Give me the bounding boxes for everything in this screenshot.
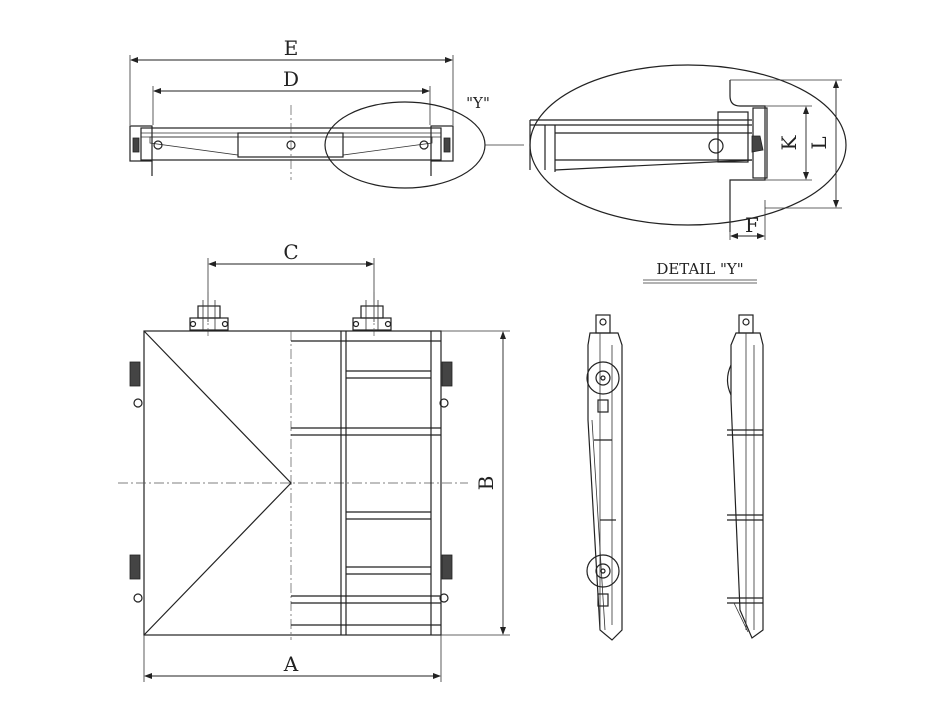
- dim-label-l: L: [807, 136, 831, 149]
- front-elevation: C: [118, 240, 510, 682]
- detail-y: K L F DETAIL "Y": [529, 64, 847, 284]
- dim-label-e: E: [284, 36, 299, 60]
- dim-label-c: C: [283, 240, 298, 264]
- side-view-left: [586, 314, 623, 641]
- detail-caption: DETAIL "Y": [656, 260, 743, 278]
- dim-label-a: A: [283, 652, 299, 676]
- dim-label-b: B: [474, 476, 498, 491]
- detail-marker: "Y": [466, 94, 490, 112]
- dim-label-d: D: [283, 67, 299, 91]
- side-view-right: [726, 314, 764, 639]
- dim-label-f: F: [745, 213, 759, 237]
- top-view: E D "Y": [129, 36, 524, 189]
- dim-label-k: K: [777, 134, 801, 150]
